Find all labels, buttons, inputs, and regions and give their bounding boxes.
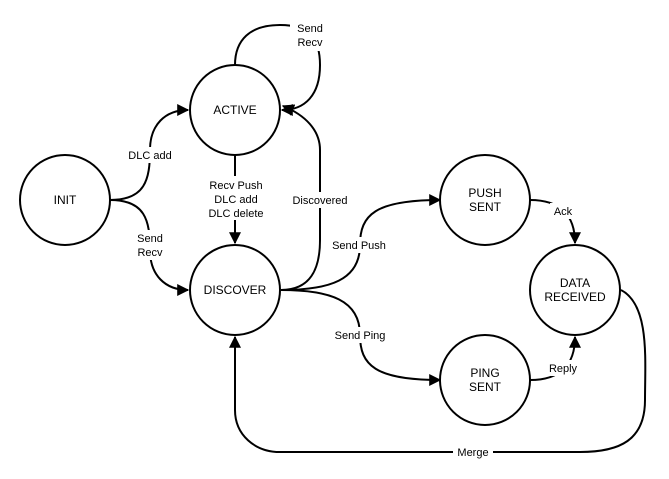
svg-text:Recv: Recv: [297, 37, 323, 49]
svg-text:Merge: Merge: [457, 447, 488, 459]
label-active-discover: Recv Push DLC add DLC delete: [202, 176, 270, 220]
label-push-data: Ack: [550, 203, 576, 219]
label-ping-data: Reply: [544, 360, 582, 376]
svg-text:PUSH: PUSH: [468, 186, 501, 200]
svg-text:Reply: Reply: [549, 363, 578, 375]
state-push-sent: PUSH SENT: [439, 154, 531, 246]
edge-data-discover: [229, 289, 647, 453]
state-data-received: DATA RECEIVED: [529, 244, 621, 336]
svg-text:Send Push: Send Push: [332, 240, 386, 252]
state-init: INIT: [19, 154, 111, 246]
svg-text:Send Ping: Send Ping: [335, 330, 386, 342]
state-active: ACTIVE: [189, 64, 281, 156]
label-active-self: Send Recv: [290, 19, 330, 51]
label-data-discover: Merge: [453, 444, 493, 460]
label-discover-push: Send Push: [326, 237, 392, 253]
label-discover-active: Discovered: [286, 192, 354, 208]
svg-text:Send: Send: [137, 233, 163, 245]
svg-text:PING: PING: [470, 366, 499, 380]
label-discover-ping: Send Ping: [328, 327, 392, 343]
label-init-discover: Send Recv: [132, 230, 168, 260]
svg-text:Recv Push: Recv Push: [209, 180, 262, 192]
svg-text:INIT: INIT: [54, 193, 77, 207]
svg-text:DISCOVER: DISCOVER: [204, 283, 267, 297]
state-ping-sent: PING SENT: [439, 334, 531, 426]
svg-text:Recv: Recv: [137, 247, 163, 259]
svg-text:DATA: DATA: [560, 276, 590, 290]
svg-text:DLC delete: DLC delete: [208, 208, 263, 220]
svg-text:SENT: SENT: [469, 200, 502, 214]
svg-text:SENT: SENT: [469, 380, 502, 394]
svg-text:Send: Send: [297, 23, 323, 35]
svg-text:Ack: Ack: [554, 206, 573, 218]
svg-text:Discovered: Discovered: [292, 195, 347, 207]
svg-text:DLC add: DLC add: [214, 194, 257, 206]
svg-text:ACTIVE: ACTIVE: [213, 103, 256, 117]
label-init-active: DLC add: [123, 147, 177, 163]
svg-text:DLC add: DLC add: [128, 150, 171, 162]
edge-discover-active: [280, 104, 321, 291]
svg-text:RECEIVED: RECEIVED: [544, 290, 606, 304]
state-discover: DISCOVER: [189, 244, 281, 336]
